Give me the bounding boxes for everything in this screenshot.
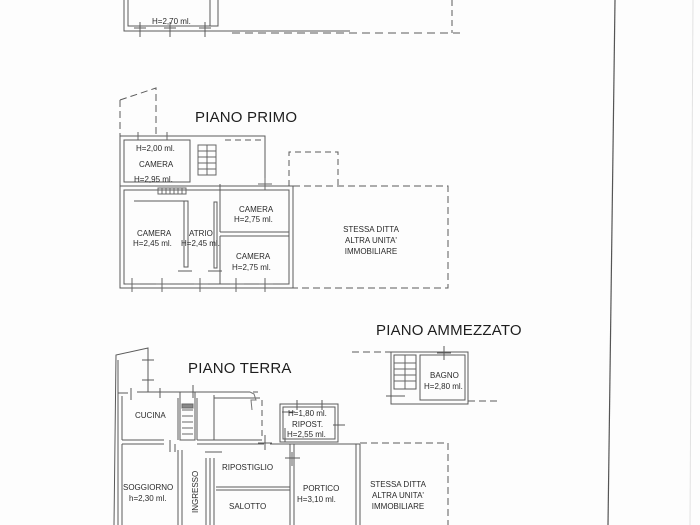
other-unit-line: STESSA DITTA (370, 480, 426, 489)
room-label-atrio: ATRIO (189, 229, 213, 238)
room-label-camera: CAMERA (236, 252, 271, 261)
page-edge-line (689, 0, 694, 525)
room-label-ripost: RIPOST. (292, 420, 324, 429)
room-height-label: H=2,00 ml. (136, 144, 175, 153)
room-height-label: H=2,55 ml. (287, 430, 326, 439)
other-unit-line: ALTRA UNITA' (345, 236, 397, 245)
other-unit-label: STESSA DITTA ALTRA UNITA' IMMOBILIARE (343, 224, 399, 257)
room-label-portico: PORTICO (303, 484, 340, 493)
page-border-line (607, 0, 616, 525)
other-unit-line: ALTRA UNITA' (372, 491, 424, 500)
room-height-label: h=2,30 ml. (129, 494, 167, 503)
piano-primo-walls (119, 87, 449, 292)
other-unit-label: STESSA DITTA ALTRA UNITA' IMMOBILIARE (370, 479, 426, 512)
room-label-soggiorno: SOGGIORNO (123, 483, 174, 492)
other-unit-line: IMMOBILIARE (344, 247, 398, 256)
top-fragment-walls (123, 0, 460, 37)
room-label-salotto: SALOTTO (229, 502, 267, 511)
room-height-label: H=2,75 ml. (232, 263, 271, 272)
room-height-label: H=2,95 ml. (134, 175, 173, 184)
room-label-ingresso: INGRESSO (191, 470, 200, 513)
room-height-label: H=2,75 ml. (234, 215, 273, 224)
floor-title-piano-terra: PIANO TERRA (188, 360, 292, 377)
room-height-label: H=2,45 ml. (181, 239, 220, 248)
piano-terra-walls (113, 347, 449, 525)
room-height-label: H=2,70 ml. (152, 17, 191, 26)
room-label-bagno: BAGNO (430, 371, 459, 380)
room-label-camera: CAMERA (137, 229, 172, 238)
room-height-label: H=1,80 ml. (288, 409, 327, 418)
floor-title-piano-primo: PIANO PRIMO (195, 109, 298, 126)
piano-ammezzato-walls (352, 346, 498, 405)
room-label-camera: CAMERA (139, 160, 174, 169)
floor-title-piano-ammezzato: PIANO AMMEZZATO (376, 322, 522, 339)
other-unit-line: STESSA DITTA (343, 225, 399, 234)
room-height-label: H=2,80 ml. (424, 382, 463, 391)
room-height-label: H=2,45 ml. (133, 239, 172, 248)
room-label-ripostiglio: RIPOSTIGLIO (222, 463, 274, 472)
room-label-cucina: CUCINA (135, 411, 166, 420)
room-label-camera: CAMERA (239, 205, 274, 214)
other-unit-line: IMMOBILIARE (371, 502, 425, 511)
room-height-label: H=3,10 ml. (297, 495, 336, 504)
